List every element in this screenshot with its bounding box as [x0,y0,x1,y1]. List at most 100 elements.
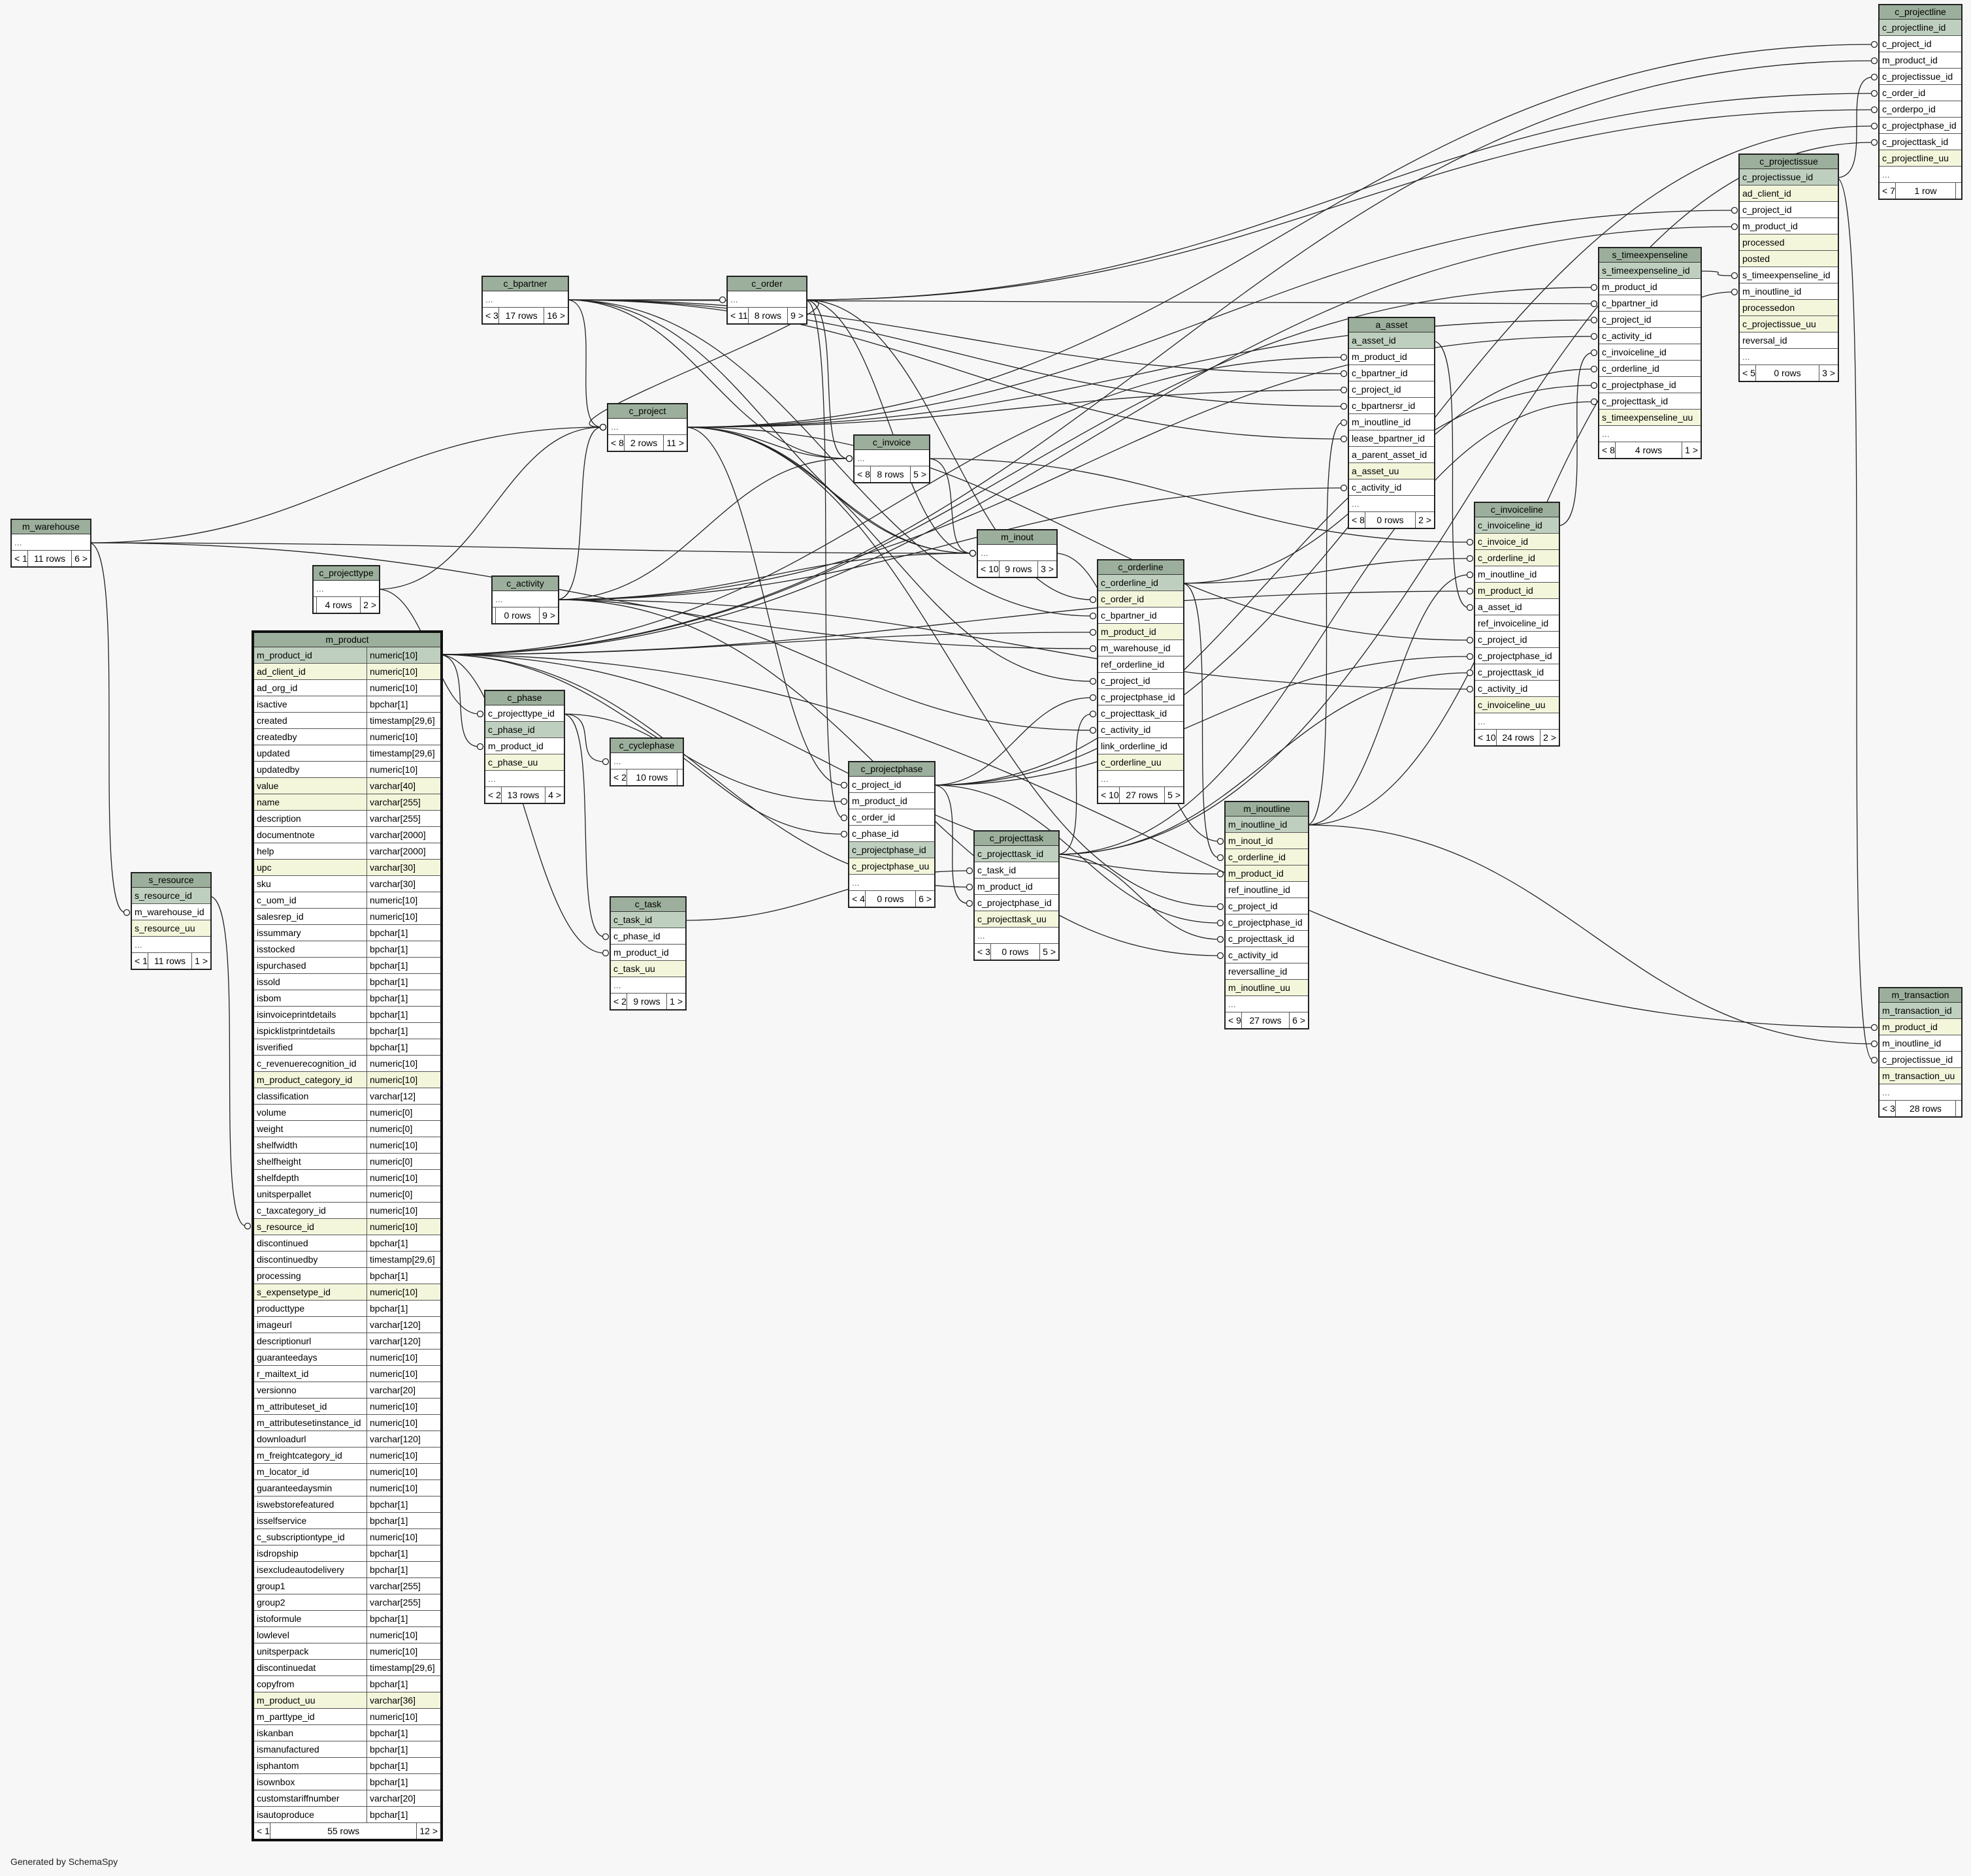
children-count[interactable]: 16 > [547,310,565,321]
table-title[interactable]: m_inout [978,530,1056,545]
column-name: group1 [257,1581,285,1591]
children-count[interactable]: 4 > [548,790,561,800]
table-title[interactable]: c_order [728,277,806,291]
parents-count[interactable]: < 7 [1880,183,1896,199]
children-count[interactable] [1956,1101,1961,1116]
children-count[interactable]: 6 > [1292,1015,1305,1026]
table-title[interactable]: m_warehouse [12,520,90,534]
children-count[interactable]: 5 > [1043,946,1056,957]
parents-count[interactable]: < 3 [1880,1101,1896,1116]
table-title[interactable]: c_task [611,898,685,912]
children-count[interactable]: 9 > [790,310,804,321]
parents-count[interactable]: < 11 [728,308,749,323]
children-count[interactable]: 2 > [363,600,376,610]
table-title[interactable]: c_projecttask [975,832,1058,846]
children-count[interactable]: 2 > [1543,732,1556,743]
parents-count[interactable]: < 5 [1740,365,1756,381]
table-title[interactable]: s_timeexpenseline [1599,248,1701,263]
column-name: c_revenuerecognition_id [257,1058,357,1069]
children-count[interactable]: 2 > [1418,515,1431,525]
children-count[interactable]: 9 > [542,610,555,621]
parents-count[interactable]: < 2 [611,994,627,1009]
parents-count[interactable]: < 8 [855,466,871,482]
table-title[interactable]: c_invoiceline [1475,503,1559,517]
parents-count[interactable]: < 1 [254,1823,270,1839]
children-count[interactable]: 5 > [913,469,926,479]
table-title[interactable]: s_resource [132,873,210,888]
children-count[interactable]: 6 > [919,894,932,904]
children-count[interactable] [677,769,683,785]
table-title[interactable]: c_phase [485,691,564,705]
column-type: numeric[10] [367,1366,440,1382]
parents-count[interactable]: < 3 [975,944,991,960]
parents-count[interactable] [314,597,317,613]
parents-count[interactable]: < 4 [849,891,866,907]
children-count[interactable]: 6 > [74,553,88,564]
table-title[interactable]: c_orderline [1098,560,1183,575]
table-title[interactable]: c_projectline [1880,5,1961,20]
table-title[interactable]: c_cyclephase [611,739,683,753]
parents-count[interactable]: < 8 [608,435,625,451]
table-title[interactable]: m_inoutline [1226,802,1308,817]
column-row: c_orderline_id [1226,849,1308,865]
children-count[interactable] [1956,183,1961,199]
children-count[interactable]: 1 > [195,956,208,966]
table-title[interactable]: a_asset [1349,318,1434,332]
parents-count[interactable]: < 9 [1226,1012,1242,1028]
relationship-line [804,299,849,459]
table-title[interactable]: c_project [608,404,687,419]
table-title[interactable]: c_invoice [855,436,929,450]
column-row: c_projecttask_id [1599,393,1701,410]
parents-count[interactable]: < 8 [1599,442,1616,458]
parents-count[interactable] [493,607,496,623]
children-count[interactable]: 3 > [1041,564,1054,574]
table-title[interactable]: c_bpartner [483,277,568,291]
children-count[interactable]: 5 > [1167,790,1181,800]
parents-count[interactable]: < 1 [132,953,148,969]
parents-count[interactable]: < 10 [1098,787,1120,803]
parents-count[interactable]: < 2 [485,787,502,803]
table-title[interactable]: c_projectphase [849,762,934,777]
parents-count[interactable]: < 3 [483,308,499,323]
children-count[interactable]: 12 > [419,1826,438,1836]
table-title[interactable]: c_activity [493,577,558,591]
children-count[interactable]: 1 > [1685,445,1698,455]
table-title[interactable]: c_projecttype [314,566,379,581]
table-title[interactable]: m_product [254,633,440,647]
parents-count[interactable]: < 10 [1475,730,1497,745]
parents-count[interactable]: < 10 [978,561,1000,577]
parents-count[interactable]: < 1 [12,551,28,566]
children-count[interactable]: 11 > [666,438,684,448]
table-title[interactable]: c_projectissue [1740,155,1838,169]
parents-count[interactable]: < 8 [1349,512,1365,528]
children-count[interactable]: 3 > [1822,368,1835,378]
parents-count[interactable]: < 2 [611,769,627,785]
children-count[interactable]: 1 > [670,996,683,1007]
table-title[interactable]: m_transaction [1880,988,1961,1003]
